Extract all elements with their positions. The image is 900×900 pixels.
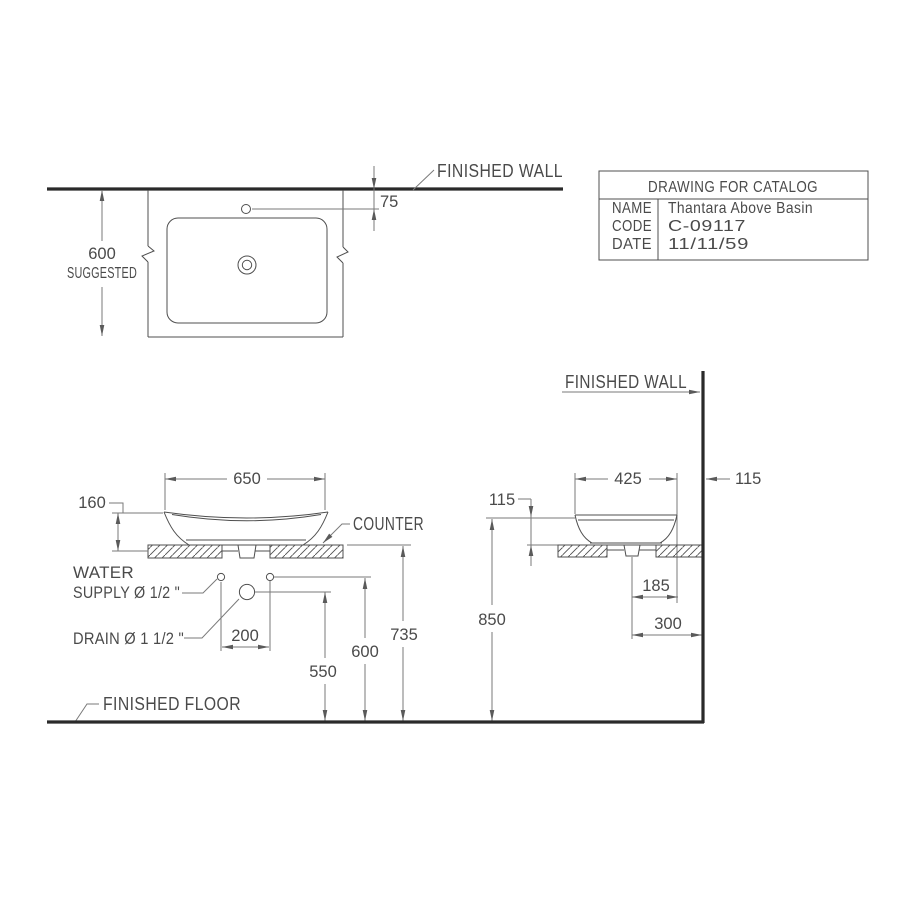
counter-leader bbox=[322, 523, 350, 544]
finished-wall-leader bbox=[412, 169, 435, 191]
finished-floor-leader bbox=[74, 703, 99, 723]
drain-fitting-front bbox=[237, 544, 257, 559]
dim-suggested-text: SUGGESTED bbox=[67, 265, 137, 282]
dim-300-text: 300 bbox=[654, 615, 682, 633]
counter-hatch-side-left bbox=[557, 544, 608, 558]
dim-735-text: 735 bbox=[390, 626, 418, 644]
finished-floor-label: FINISHED FLOOR bbox=[103, 694, 241, 714]
dim-425-text: 425 bbox=[614, 470, 642, 488]
drain-hole-outer bbox=[237, 255, 257, 275]
dim-650-text: 650 bbox=[233, 470, 261, 488]
drain-outlet-front bbox=[238, 583, 256, 601]
basin-rim-front-inner bbox=[171, 514, 322, 522]
counter-label: COUNTER bbox=[353, 514, 424, 534]
water-supply-leader bbox=[182, 578, 218, 594]
title-block-row-label: CODE bbox=[612, 218, 652, 235]
water-supply-label-line2: SUPPLY Ø 1/2 " bbox=[73, 583, 180, 602]
plan-view: 600 SUGGESTED 75 FINISHED WALL bbox=[47, 161, 563, 338]
faucet-hole bbox=[241, 204, 251, 214]
drain-label: DRAIN Ø 1 1/2 " bbox=[73, 629, 184, 648]
finished-wall-label-plan: FINISHED WALL bbox=[437, 161, 563, 181]
break-symbol-right bbox=[336, 246, 349, 264]
counter-hatch-front-left bbox=[147, 544, 223, 559]
drain-hole-inner bbox=[241, 259, 253, 271]
break-symbol-left bbox=[141, 245, 155, 263]
title-block-row-label: DATE bbox=[612, 236, 652, 253]
water-supply-hole-right bbox=[265, 572, 275, 582]
water-supply-label-line1: WATER bbox=[73, 563, 134, 582]
front-elevation: 650 160 COUNTER 200 WATER bbox=[73, 470, 424, 723]
basin-side-front-left bbox=[163, 511, 190, 546]
basin-rim-front-outer bbox=[163, 511, 329, 519]
title-block-title: DRAWING FOR CATALOG bbox=[648, 179, 818, 196]
title-block: DRAWING FOR CATALOG NAME Thantara Above … bbox=[598, 170, 869, 261]
dim-600-text: 600 bbox=[88, 245, 116, 263]
basin-plan-outline bbox=[166, 217, 328, 324]
water-supply-hole-left bbox=[216, 572, 226, 582]
drain-leader bbox=[184, 598, 240, 639]
finished-wall-label-side: FINISHED WALL bbox=[565, 372, 687, 392]
basin-side-profile-right bbox=[659, 514, 678, 544]
drain-fitting-side bbox=[623, 544, 641, 557]
dim-185-text: 185 bbox=[642, 577, 670, 595]
side-elevation: FINISHED WALL 425 115 115 850 bbox=[478, 371, 761, 723]
basin-side-profile-left bbox=[574, 514, 593, 544]
title-block-row-value: 11/11/59 bbox=[668, 236, 749, 253]
dim-115-height-text: 115 bbox=[489, 491, 515, 509]
basin-side-front-right bbox=[302, 511, 329, 546]
dim-115-wall-text: 115 bbox=[735, 470, 761, 488]
counter-hatch-front-right bbox=[269, 544, 344, 559]
title-block-row-value: C-09117 bbox=[668, 218, 746, 235]
dim-200-text: 200 bbox=[231, 627, 259, 645]
dim-850-text: 850 bbox=[478, 611, 506, 629]
title-block-row-value: Thantara Above Basin bbox=[668, 200, 813, 217]
counter-hatch-side-right bbox=[655, 544, 703, 558]
dim-160-text: 160 bbox=[78, 494, 106, 512]
dim-160-hook bbox=[109, 502, 124, 513]
dim-75-text: 75 bbox=[380, 193, 398, 211]
title-block-border bbox=[598, 170, 869, 261]
title-block-row-label: NAME bbox=[612, 200, 652, 217]
dim-600-text: 600 bbox=[351, 643, 379, 661]
dim-550-text: 550 bbox=[309, 663, 337, 681]
